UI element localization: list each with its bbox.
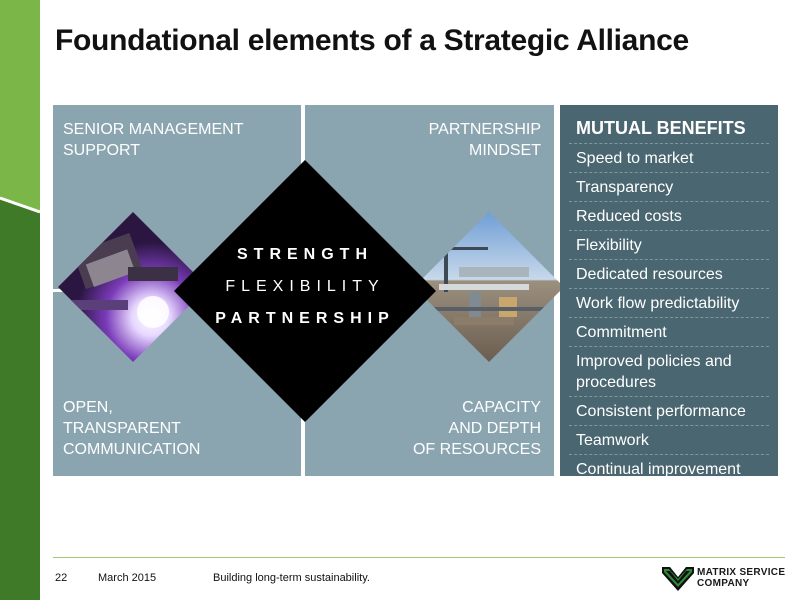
quadrant-label: CAPACITY bbox=[462, 399, 541, 416]
benefit-item: Flexibility bbox=[569, 231, 769, 260]
core-values-diamond: STRENGTH FLEXIBILITY PARTNERSHIP bbox=[174, 160, 436, 422]
quadrant-label: AND DEPTH bbox=[448, 420, 541, 437]
benefit-item: Improved policies and procedures bbox=[569, 347, 769, 397]
welding-photo-icon bbox=[58, 212, 208, 367]
quadrant-label: OPEN, bbox=[63, 399, 113, 416]
benefit-item: Reduced costs bbox=[569, 202, 769, 231]
company-logo-icon bbox=[662, 563, 694, 598]
benefit-item: Work flow predictability bbox=[569, 289, 769, 318]
quadrant-label: MINDSET bbox=[469, 142, 541, 159]
benefit-item: Transparency bbox=[569, 173, 769, 202]
quadrant-label: COMMUNICATION bbox=[63, 441, 201, 458]
benefits-title: MUTUAL BENEFITS bbox=[569, 117, 769, 144]
footer-date: March 2015 bbox=[98, 572, 157, 584]
benefit-item: Dedicated resources bbox=[569, 260, 769, 289]
logo-line-2: COMPANY bbox=[697, 578, 750, 589]
quadrant-label: TRANSPARENT bbox=[63, 420, 181, 437]
quadrant-label: OF RESOURCES bbox=[412, 441, 541, 458]
diamond-word-strength: STRENGTH bbox=[237, 246, 373, 263]
benefit-item: Teamwork bbox=[569, 426, 769, 455]
quadrant-label: SENIOR MANAGEMENT bbox=[63, 121, 244, 138]
footer-tagline: Building long-term sustainability. bbox=[213, 572, 370, 584]
company-logo-text: MATRIX SERVICE COMPANY bbox=[697, 567, 785, 589]
page-number: 22 bbox=[55, 572, 68, 584]
slide-title: Foundational elements of a Strategic All… bbox=[55, 24, 689, 57]
diamond-word-partnership: PARTNERSHIP bbox=[215, 310, 395, 327]
benefit-item: Consistent performance bbox=[569, 397, 769, 426]
quadrant-label: PARTNERSHIP bbox=[428, 121, 541, 138]
industrial-site-photo-icon bbox=[414, 212, 564, 367]
benefit-item: Continual improvement bbox=[576, 461, 741, 478]
benefit-item: Commitment bbox=[569, 318, 769, 347]
diamond-word-flexibility: FLEXIBILITY bbox=[225, 278, 385, 295]
mutual-benefits-panel: MUTUAL BENEFITS Speed to market Transpar… bbox=[560, 105, 778, 478]
benefit-item: Speed to market bbox=[569, 144, 769, 173]
logo-line-1: MATRIX SERVICE bbox=[697, 567, 786, 578]
side-accent-band bbox=[0, 0, 40, 600]
footer-divider bbox=[53, 557, 785, 558]
quadrant-label: SUPPORT bbox=[63, 142, 141, 159]
